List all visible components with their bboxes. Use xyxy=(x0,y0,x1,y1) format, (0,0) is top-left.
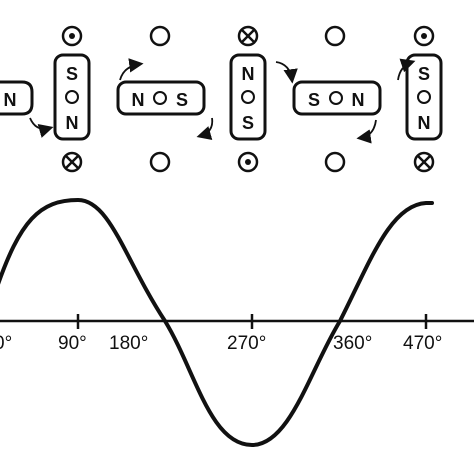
rotor-axle-icon xyxy=(65,90,79,104)
magnet-vertical-5: S N xyxy=(405,53,443,141)
conductor-empty-icon xyxy=(149,151,171,173)
sine-wave xyxy=(0,197,434,448)
tick-label-90: 90° xyxy=(58,333,87,354)
magnet-4-left-pole: S xyxy=(308,90,320,110)
magnet-horizontal-0: N xyxy=(0,80,34,116)
magnet-4-right-pole: N xyxy=(352,90,365,110)
conductor-cross-icon xyxy=(61,151,83,173)
magnet-0-right-pole: N xyxy=(4,90,17,110)
rotor-axle-icon xyxy=(241,90,255,104)
tick-label-270: 270° xyxy=(227,333,266,354)
rotation-arrow-icon xyxy=(119,58,144,81)
rotor-axle-icon xyxy=(329,91,343,105)
magnet-vertical-1: S N xyxy=(53,53,91,141)
rotor-axle-icon xyxy=(153,91,167,105)
magnet-horizontal-2: N S xyxy=(116,80,206,116)
conductor-empty-icon xyxy=(149,25,171,47)
conductor-dot-icon xyxy=(61,25,83,47)
conductor-empty-icon xyxy=(324,151,346,173)
tick-label-360: 360° xyxy=(333,333,372,354)
rotation-arrow-icon xyxy=(356,119,377,144)
magnet-3-top-pole: N xyxy=(242,64,255,84)
tick-label-470: 470° xyxy=(403,333,442,354)
magnet-2-right-pole: S xyxy=(176,90,188,110)
conductor-dot-icon xyxy=(413,25,435,47)
rotation-arrow-icon xyxy=(196,117,214,140)
magnet-2-left-pole: N xyxy=(132,90,145,110)
tick-label-180: 180° xyxy=(109,333,148,354)
conductor-cross-icon xyxy=(237,25,259,47)
magnet-vertical-3: N S xyxy=(229,53,267,141)
magnet-1-top-pole: S xyxy=(66,64,78,84)
tick-label-0: 0° xyxy=(0,333,12,354)
conductor-row-top xyxy=(61,25,435,47)
conductor-cross-icon xyxy=(413,151,435,173)
rotation-arrow-icon xyxy=(29,117,54,138)
rotation-arrow-icon xyxy=(275,61,298,84)
conductor-row-bottom xyxy=(61,151,435,173)
conductor-empty-icon xyxy=(324,25,346,47)
magnet-5-bottom-pole: N xyxy=(418,113,431,133)
rotation-arrow-icon xyxy=(397,58,416,81)
magnet-3-bottom-pole: S xyxy=(242,113,254,133)
conductor-dot-icon xyxy=(237,151,259,173)
magnet-1-bottom-pole: N xyxy=(66,113,79,133)
rotor-axle-icon xyxy=(417,90,431,104)
magnet-5-top-pole: S xyxy=(418,64,430,84)
magnet-horizontal-4: S N xyxy=(292,80,382,116)
